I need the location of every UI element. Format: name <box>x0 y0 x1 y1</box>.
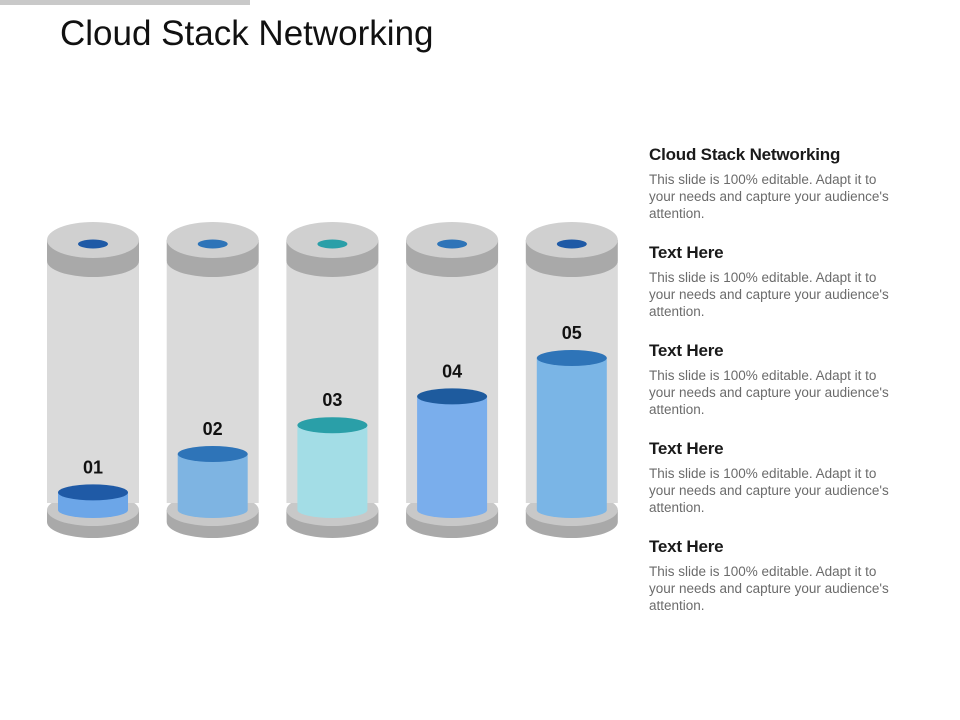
side-item-body: This slide is 100% editable. Adapt it to… <box>649 368 889 417</box>
cylinder-number-label: 01 <box>83 457 103 477</box>
cylinder-number-label: 04 <box>442 361 462 381</box>
side-item: Text Here This slide is 100% editable. A… <box>649 439 919 537</box>
cylinder-number-label: 03 <box>322 390 342 410</box>
cylinder-fill-top <box>177 446 248 462</box>
cylinder: 01 <box>47 222 139 538</box>
cylinder: 03 <box>286 222 379 538</box>
cylinder: 04 <box>406 222 499 538</box>
side-item: Text Here This slide is 100% editable. A… <box>649 341 919 439</box>
cylinder-cap-dot <box>437 239 468 249</box>
cylinder: 02 <box>166 222 259 538</box>
side-item: Text Here This slide is 100% editable. A… <box>649 537 919 635</box>
cylinder-graphic: 01 02 03 04 05 <box>47 222 618 538</box>
side-item: Cloud Stack Networking This slide is 100… <box>649 145 919 243</box>
side-item-body: This slide is 100% editable. Adapt it to… <box>649 466 889 515</box>
cylinder-cap-dot <box>317 239 348 249</box>
cylinder-tube <box>47 262 139 503</box>
cylinder-fill <box>297 425 368 518</box>
side-item-heading: Text Here <box>649 243 724 262</box>
cylinder-cap-dot <box>556 239 587 249</box>
side-panel: Cloud Stack Networking This slide is 100… <box>649 145 919 635</box>
cylinder-number-label: 02 <box>203 419 223 439</box>
side-item-body: This slide is 100% editable. Adapt it to… <box>649 172 889 221</box>
side-item-heading: Text Here <box>649 537 724 556</box>
cylinders-svg: 01 02 03 04 05 <box>47 222 618 538</box>
cylinder-fill-top <box>536 350 607 366</box>
cylinder-fill <box>536 358 607 518</box>
cylinder-fill-top <box>58 484 128 501</box>
cylinder-cap-dot <box>197 239 228 249</box>
side-item-body: This slide is 100% editable. Adapt it to… <box>649 270 889 319</box>
side-item: Text Here This slide is 100% editable. A… <box>649 243 919 341</box>
cylinder: 05 <box>525 222 618 538</box>
side-item-body: This slide is 100% editable. Adapt it to… <box>649 564 889 613</box>
side-item-heading: Cloud Stack Networking <box>649 145 841 164</box>
cylinder-fill-top <box>297 417 368 434</box>
top-accent-bar <box>0 0 250 5</box>
side-item-heading: Text Here <box>649 341 724 360</box>
cylinder-fill-top <box>417 388 488 405</box>
cylinder-number-label: 05 <box>562 323 582 343</box>
slide-title: Cloud Stack Networking <box>60 14 434 53</box>
cylinder-fill <box>177 454 248 518</box>
cylinder-cap-dot <box>78 239 108 249</box>
side-item-heading: Text Here <box>649 439 724 458</box>
cylinder-fill <box>417 396 488 518</box>
